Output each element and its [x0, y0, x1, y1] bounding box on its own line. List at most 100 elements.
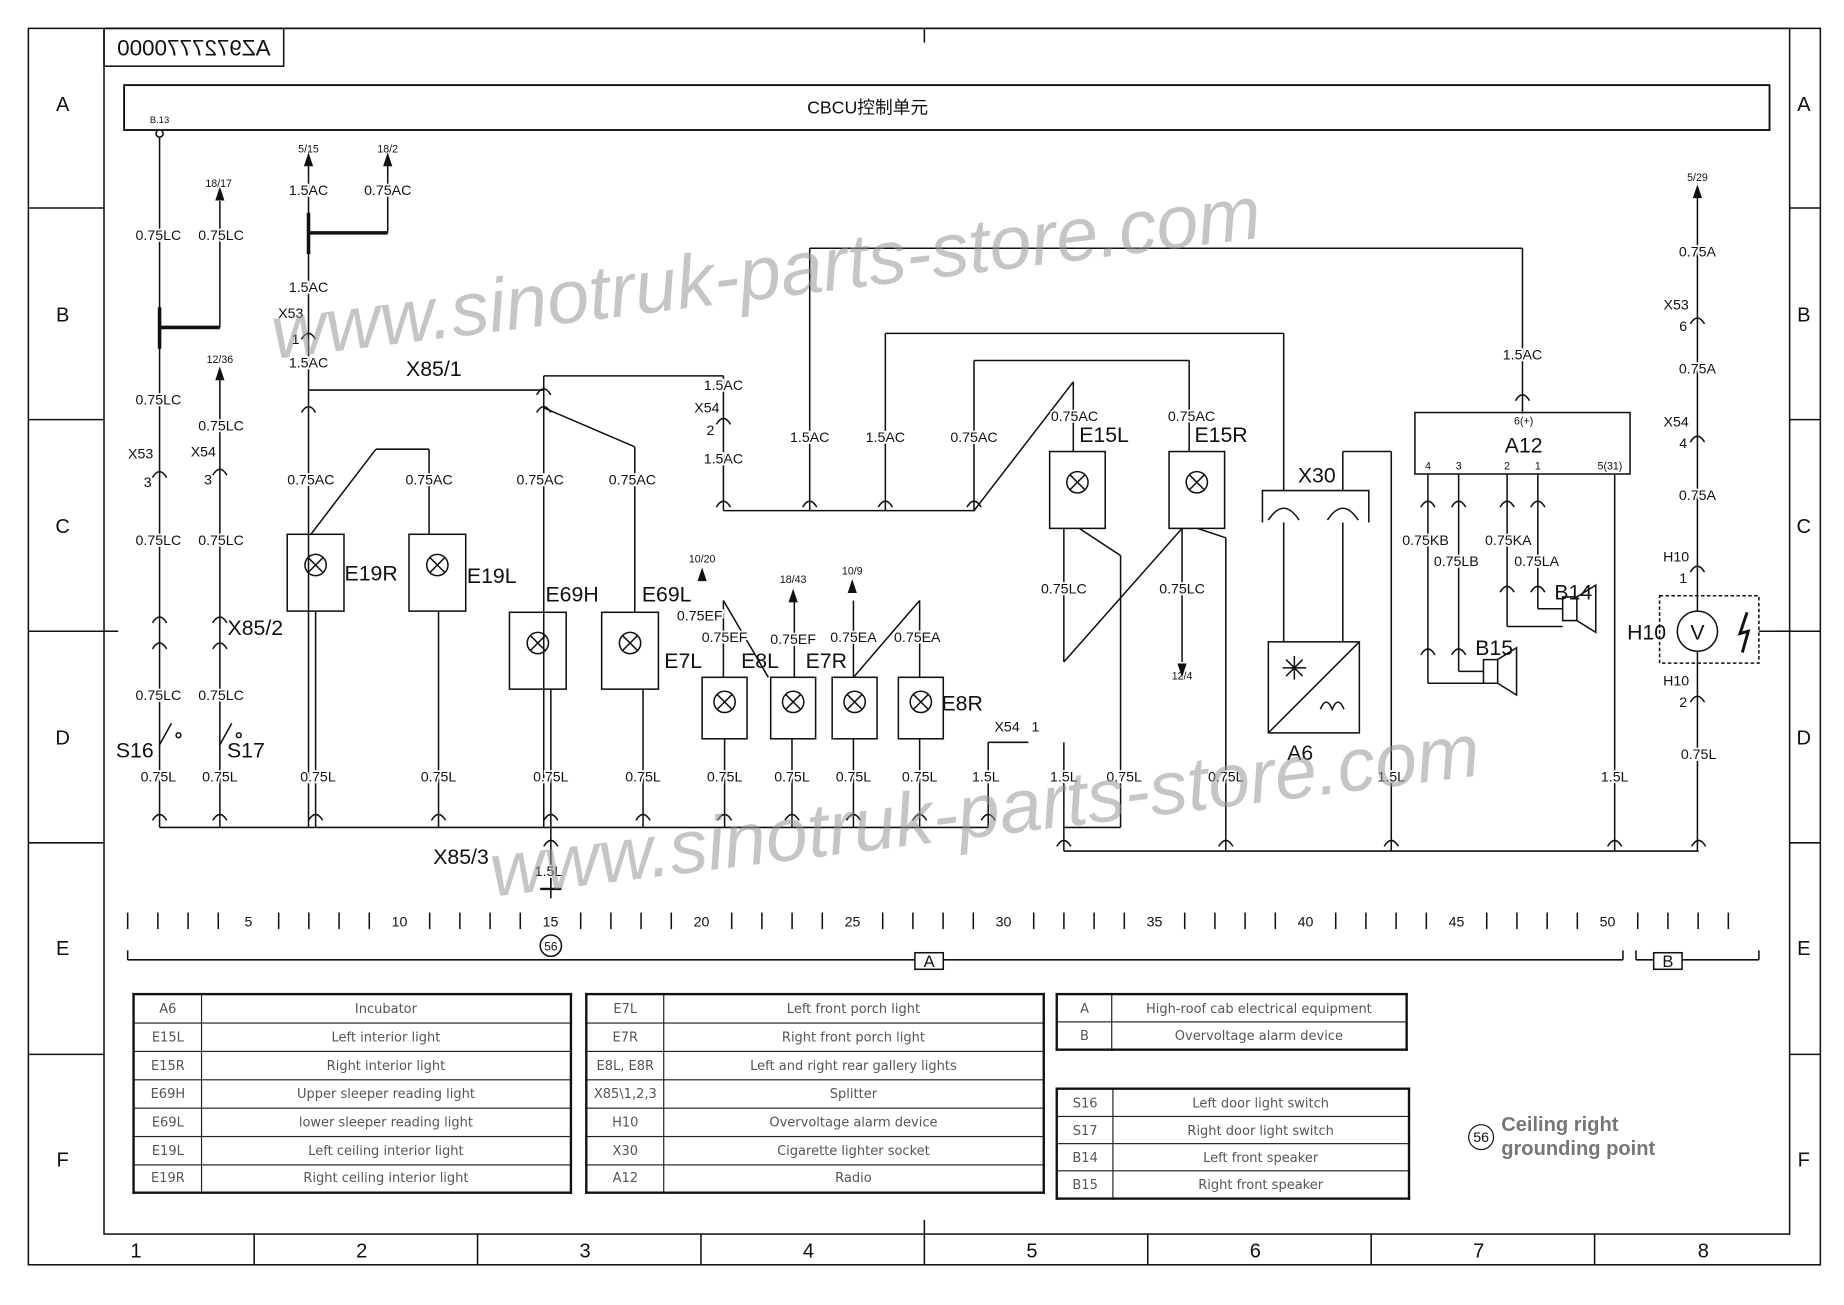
legend-description: Right front porch light [663, 1021, 1045, 1052]
component-a6 [1267, 641, 1361, 734]
connector-icon [430, 813, 447, 821]
arrow-up-icon [303, 152, 314, 167]
connector-icon [980, 813, 996, 821]
legend-code: E8L, E8R [585, 1050, 665, 1080]
connector-icon [300, 405, 317, 413]
component-e8l [769, 676, 817, 740]
wire-label: 1.5L [972, 769, 1000, 785]
arrow-up-icon [1692, 184, 1703, 199]
connector-label: H10 [1663, 674, 1689, 690]
column-label: 1 [130, 1241, 141, 1263]
column-label: 6 [1250, 1241, 1261, 1263]
connector-icon [1690, 839, 1707, 847]
wire-label: 0.75AC [1051, 409, 1098, 425]
cbcu-box [123, 84, 1771, 131]
component-label: E69H [546, 583, 599, 607]
connector-icon [212, 616, 228, 624]
lamp-icon [909, 690, 933, 714]
component-label: E19R [345, 561, 398, 585]
legend-code: E19L [132, 1135, 203, 1165]
legend-code: H10 [585, 1106, 665, 1137]
legend-description: Cigarette lighter socket [663, 1135, 1045, 1165]
lamp-icon [781, 690, 805, 714]
arrow-up-icon [215, 186, 225, 201]
legend-description: Right front speaker [1112, 1170, 1410, 1200]
legend-code: A [1056, 993, 1113, 1023]
wire-label: 1.5AC [289, 356, 328, 372]
a12-pin-label: 6(+) [1514, 415, 1533, 427]
wire-reference: 12/4 [1172, 671, 1193, 683]
connector-icon [535, 405, 552, 413]
connector-icon [1530, 500, 1546, 508]
switch-contact-icon [235, 732, 242, 739]
connector-icon [1450, 500, 1467, 508]
connector-label: X54 [694, 401, 719, 417]
scale-label: 5 [245, 915, 253, 931]
connector-icon [1383, 839, 1400, 847]
ground-note-line2: grounding point [1501, 1137, 1656, 1160]
wire-label: 1.5AC [790, 430, 829, 446]
wire-label: 0.75L [902, 769, 938, 785]
a12-pin-label: 5(31) [1598, 460, 1623, 472]
legend-code: E69L [132, 1106, 203, 1137]
legend-code: A6 [132, 993, 203, 1024]
a12-pin-label: 3 [1456, 460, 1462, 472]
wire-label: 0.75L [774, 769, 810, 785]
wire-label: 0.75EF [770, 632, 816, 648]
wire-label: 0.75AC [517, 473, 564, 489]
wire-reference: 12/36 [207, 354, 234, 366]
column-label: 8 [1698, 1241, 1709, 1263]
wire-label: 0.75LC [136, 228, 182, 244]
speaker-b15-icon [1482, 646, 1518, 697]
lamp-icon [304, 553, 328, 577]
component-e8r [897, 676, 945, 740]
component-label: S16 [116, 739, 154, 763]
wire-reference: 10/9 [842, 565, 863, 577]
wire [852, 599, 921, 678]
component-label: E7L [664, 649, 702, 673]
connector-icon [1514, 394, 1531, 402]
row-label-right: E [1797, 938, 1810, 960]
lamp-icon [1066, 470, 1089, 494]
connector-label: H10 [1663, 549, 1689, 565]
wire-label: 0.75LC [198, 533, 244, 549]
wire-reference: 5/29 [1687, 172, 1708, 184]
legend-description: High-roof cab electrical equipment [1111, 993, 1408, 1023]
component-e15l [1048, 450, 1106, 530]
wire-label: 1.5AC [289, 183, 328, 199]
wire-reference: 5/15 [298, 143, 319, 155]
connector-label: 1 [292, 332, 300, 348]
connector-icon [715, 500, 732, 508]
wire-label: 0.75LC [136, 392, 182, 408]
legend-description: lower sleeper reading light [200, 1106, 572, 1137]
drawing-number: AZ9727770000 [117, 36, 270, 61]
wire-label: 0.75LC [198, 418, 244, 434]
component-h10 [1658, 594, 1760, 664]
connector-label: X54 [994, 720, 1019, 736]
wire-label: 0.75EF [677, 609, 723, 625]
connector-icon [635, 813, 651, 821]
component-label: E8L [741, 649, 779, 673]
a12-pin-label: 4 [1425, 460, 1431, 472]
column-label: 5 [1026, 1241, 1037, 1263]
connector-icon [1499, 585, 1515, 593]
connector-label: X53 [128, 447, 153, 463]
connector-icon [212, 642, 228, 650]
component-label: E15R [1194, 423, 1247, 447]
ground-note-line1: Ceiling right [1501, 1113, 1619, 1136]
legend-description: Radio [663, 1163, 1045, 1194]
connector-label: X85/3 [433, 845, 489, 869]
wire-label: 0.75L [533, 769, 569, 785]
connector-icon [1689, 695, 1706, 703]
wire-label: 0.75A [1679, 362, 1717, 378]
legend-description: Left ceiling interior light [200, 1135, 572, 1165]
wire-label: 0.75AC [1168, 409, 1215, 425]
